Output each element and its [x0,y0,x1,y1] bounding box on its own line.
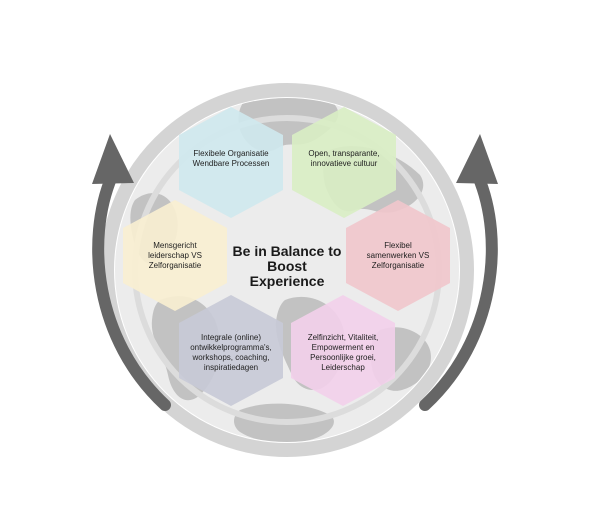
hexagon-label-zelfinzicht-vitaliteit: Zelfinzicht, Vitaliteit, Empowerment en … [291,325,395,381]
label-line: Zelfinzicht, Vitaliteit, [307,333,379,342]
center-title: Be in Balance to Boost Experience [228,244,346,289]
right-arrow-icon [419,170,498,411]
label-line: Zelforganisatie [148,261,202,270]
hexagon-flexibel-samenwerken [346,200,450,311]
label-line: Flexibele Organisatie [193,149,269,158]
label-line: samenwerken VS [366,251,430,260]
left-arrowhead-icon [92,134,134,184]
hexagon-mensgericht-leiderschap [123,200,227,311]
label-line: Mensgericht [153,241,197,250]
label-line: leiderschap VS [148,251,202,260]
hexagon-zelfinzicht-vitaliteit [291,295,395,406]
hexagon-label-integrale-programmas: Integrale (online) ontwikkelprogramma's,… [179,325,283,381]
label-line: Flexibel [384,241,412,250]
label-line: Wendbare Processen [192,159,270,168]
label-line: inspiratiedagen [203,363,259,372]
hexagon-integrale-programmas [179,295,283,406]
label-line: Zelforganisatie [371,261,425,270]
center-title-line: Boost [267,258,307,274]
center-title-line: Experience [249,273,325,289]
hexagon-open-cultuur [292,107,396,218]
label-line: Open, transparante, [308,149,380,158]
hexagon-label-flexibele-organisatie: Flexibele Organisatie Wendbare Processen [179,135,283,183]
hexagon-label-open-cultuur: Open, transparante, innovatieve cultuur [292,135,396,183]
outer-ring [100,83,474,457]
label-line: innovatieve cultuur [310,159,378,168]
left-arrow-icon [92,170,171,411]
hexagon-label-mensgericht-leiderschap: Mensgericht leiderschap VS Zelforganisat… [123,230,227,282]
hexagon-label-flexibel-samenwerken: Flexibel samenwerken VS Zelforganisatie [346,230,450,282]
label-line: ontwikkelprogramma's, [190,343,272,352]
label-line: Leiderschap [321,363,365,372]
label-line: Integrale (online) [200,333,262,342]
label-line: Persoonlijke groei, [310,353,376,362]
center-title-line: Be in Balance to [232,243,342,259]
hexagon-flexibele-organisatie [179,107,283,218]
label-line: Empowerment en [311,343,375,352]
right-arrowhead-icon [456,134,498,184]
label-line: workshops, coaching, [192,353,270,362]
